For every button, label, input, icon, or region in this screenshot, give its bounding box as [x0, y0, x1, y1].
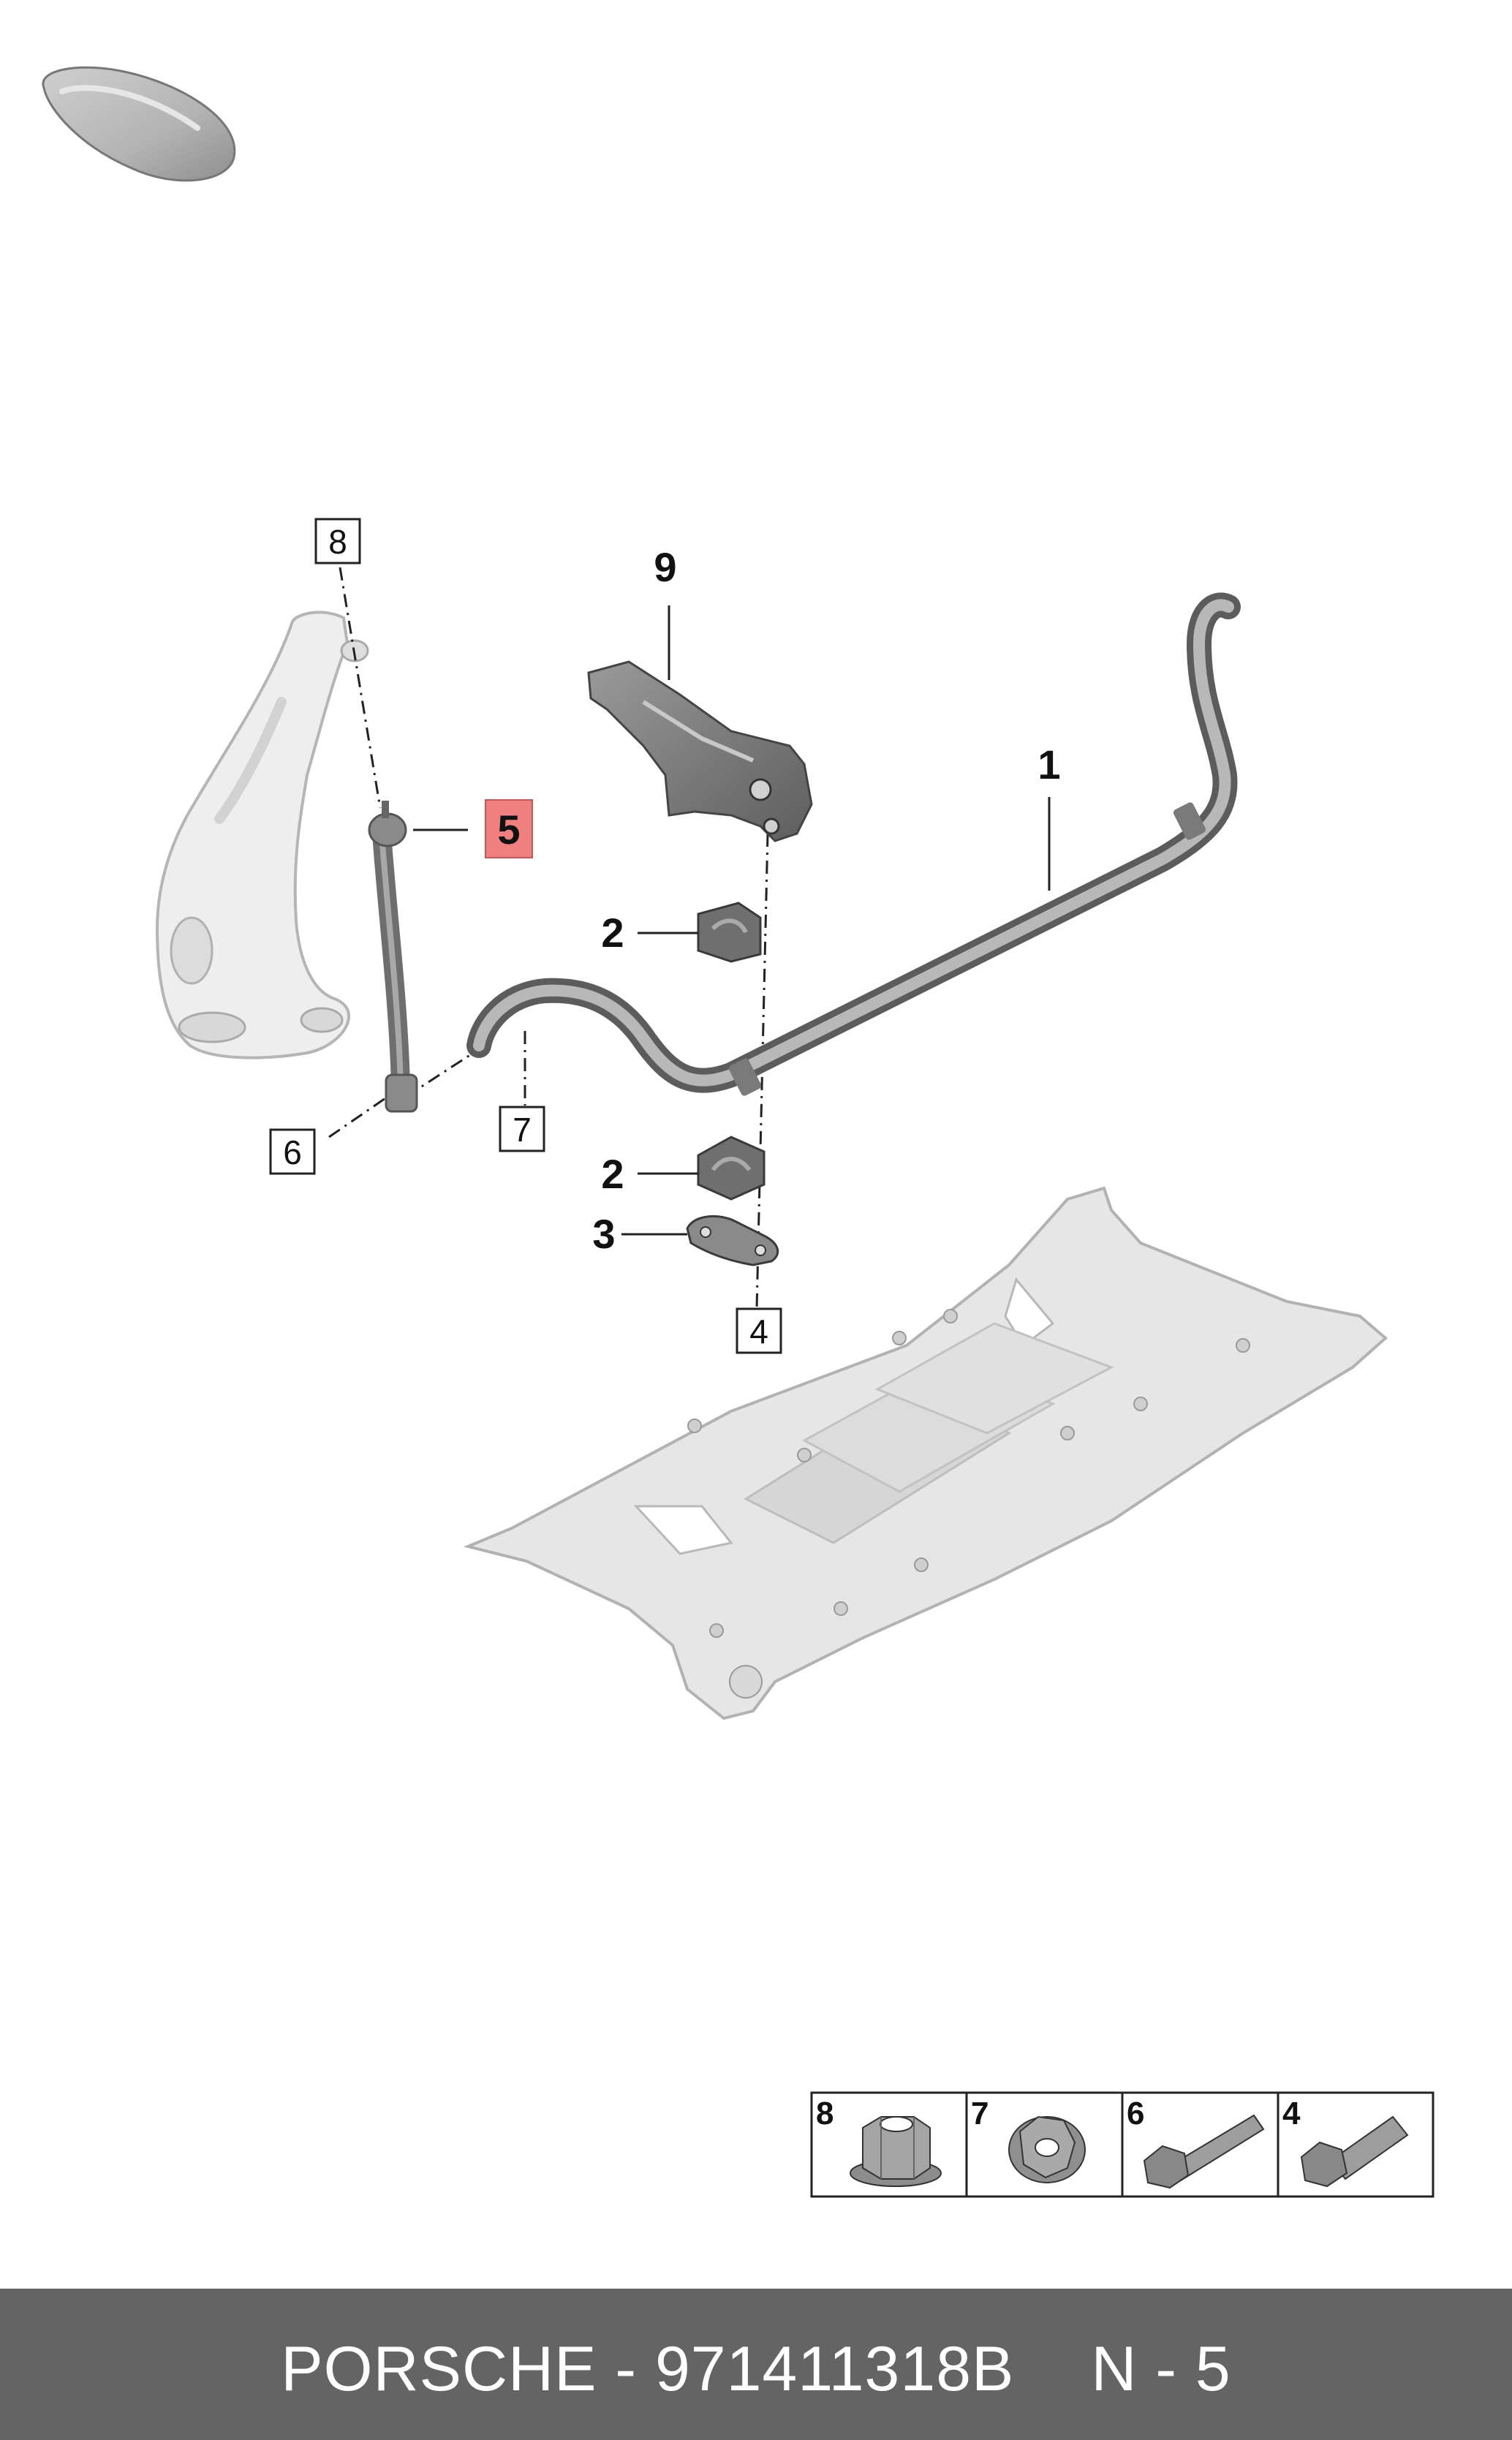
mounting-bracket-icon	[587, 660, 813, 842]
callout-9: 9	[654, 544, 676, 590]
legend-number-3: 6	[1127, 2096, 1144, 2131]
callout-3: 3	[592, 1211, 615, 1257]
lock-nut-icon	[1008, 2115, 1086, 2183]
clamp-plate-icon	[686, 1215, 779, 1266]
subframe-plate-icon	[463, 1186, 1388, 1721]
callout-4: 4	[749, 1312, 768, 1351]
legend-number-2: 7	[971, 2096, 989, 2131]
callout-1: 1	[1037, 741, 1060, 787]
footer-caption: PORSCHE - 971411318B N - 5	[281, 2323, 1231, 2406]
vehicle-model-icon	[42, 66, 236, 182]
flange-hex-nut-icon	[850, 2116, 942, 2187]
boxed-callout-frames	[269, 518, 782, 1354]
steering-knuckle-icon	[155, 611, 369, 1060]
fastener-legend: 8 7 6 4	[810, 2091, 1434, 2198]
bushing-lower-icon	[697, 1136, 766, 1201]
footer-page-number: N - 5	[1091, 2334, 1231, 2404]
footer-brand-part-number: PORSCHE - 971411318B	[281, 2334, 1015, 2404]
parts-diagram: 9 1 2 2 3 5 8 6 7 4 8 7 6 4	[42, 66, 1434, 2198]
stabilizer-bar-icon	[466, 592, 1241, 1096]
footer-bar: PORSCHE - 971411318B N - 5	[0, 2289, 1512, 2440]
legend-number-4: 4	[1282, 2096, 1301, 2131]
legend-number-1: 8	[816, 2096, 834, 2131]
stabilizer-link-icon	[368, 801, 418, 1113]
hex-bolt-long-icon	[1143, 2114, 1265, 2189]
callout-5: 5	[497, 807, 520, 853]
callout-6: 6	[283, 1133, 302, 1171]
callout-7: 7	[513, 1111, 532, 1149]
callout-8: 8	[328, 523, 347, 561]
hex-bolt-short-icon	[1300, 2115, 1409, 2188]
highlight-box-5	[485, 799, 533, 858]
callout-2-upper: 2	[601, 910, 624, 956]
callout-2-lower: 2	[601, 1151, 624, 1197]
bushing-upper-icon	[697, 902, 762, 963]
assembly-leader-lines	[328, 567, 769, 1310]
callout-leaders	[413, 605, 1051, 1236]
